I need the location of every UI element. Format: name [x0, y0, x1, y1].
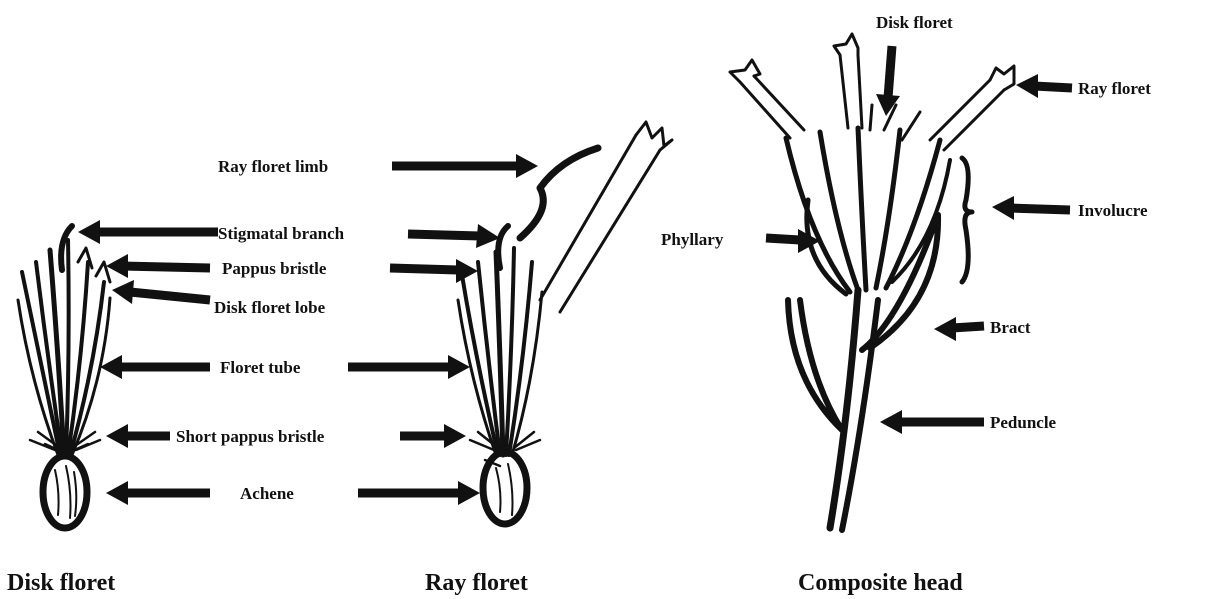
label-disk-floret-lobe: Disk floret lobe	[214, 298, 326, 317]
caption-composite-head: Composite head	[798, 570, 963, 596]
label-ray-floret: Ray floret	[1078, 79, 1151, 98]
label-stigmatal-branch: Stigmatal branch	[218, 224, 345, 243]
label-disk-floret: Disk floret	[876, 13, 953, 32]
ray-floret-labels: Ray floret limb	[218, 157, 328, 176]
label-achene: Achene	[240, 484, 294, 503]
composite-head-arrows	[766, 46, 1072, 434]
ray-floret-illustration	[458, 122, 672, 524]
label-phyllary: Phyllary	[661, 230, 724, 249]
caption-disk-floret: Disk floret	[7, 570, 115, 596]
disk-floret-arrows	[78, 220, 218, 505]
label-short-pappus-bristle: Short pappus bristle	[176, 427, 325, 446]
label-bract: Bract	[990, 318, 1031, 337]
label-ray-floret-limb: Ray floret limb	[218, 157, 328, 176]
composite-head-illustration	[730, 34, 1014, 530]
label-pappus-bristle: Pappus bristle	[222, 259, 327, 278]
caption-ray-floret: Ray floret	[425, 570, 528, 596]
label-peduncle: Peduncle	[990, 413, 1057, 432]
label-floret-tube: Floret tube	[220, 358, 301, 377]
disk-floret-illustration	[18, 226, 110, 528]
label-involucre: Involucre	[1078, 201, 1148, 220]
